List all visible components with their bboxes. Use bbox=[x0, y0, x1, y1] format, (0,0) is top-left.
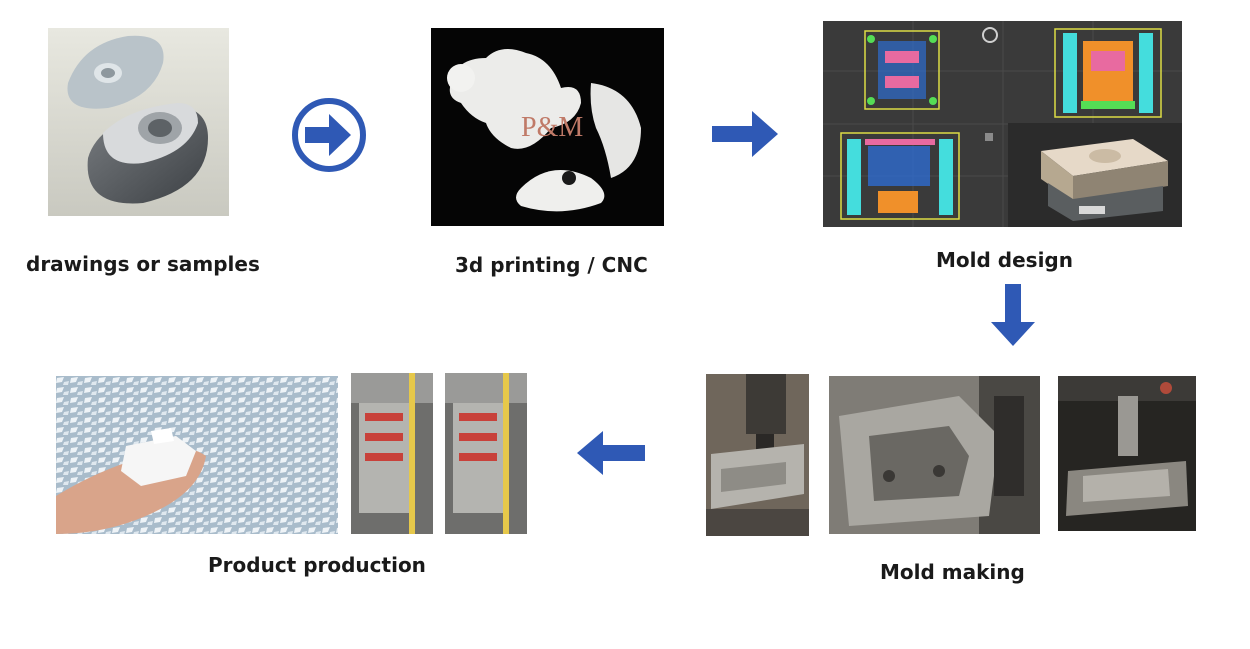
circle-arrow-right-icon bbox=[291, 97, 367, 173]
drawings-image bbox=[48, 28, 229, 216]
printing-image: P&M bbox=[431, 28, 664, 226]
step-label-making: Mold making bbox=[880, 560, 1025, 584]
arrow-right-icon bbox=[712, 109, 780, 159]
arrow-left-icon bbox=[575, 429, 645, 477]
arrow-down-icon bbox=[989, 284, 1037, 348]
making-image-3 bbox=[1058, 376, 1196, 531]
printing-watermark: P&M bbox=[521, 112, 583, 143]
making-image-1 bbox=[706, 374, 809, 536]
step-label-printing: 3d printing / CNC bbox=[455, 253, 648, 277]
production-image-1 bbox=[56, 376, 338, 534]
production-image-2 bbox=[351, 373, 433, 534]
step-label-production: Product production bbox=[208, 553, 426, 577]
production-image-3 bbox=[445, 373, 527, 534]
making-image-2 bbox=[829, 376, 1040, 534]
step-label-drawings: drawings or samples bbox=[26, 252, 260, 276]
design-image bbox=[823, 21, 1182, 227]
step-label-design: Mold design bbox=[936, 248, 1073, 272]
